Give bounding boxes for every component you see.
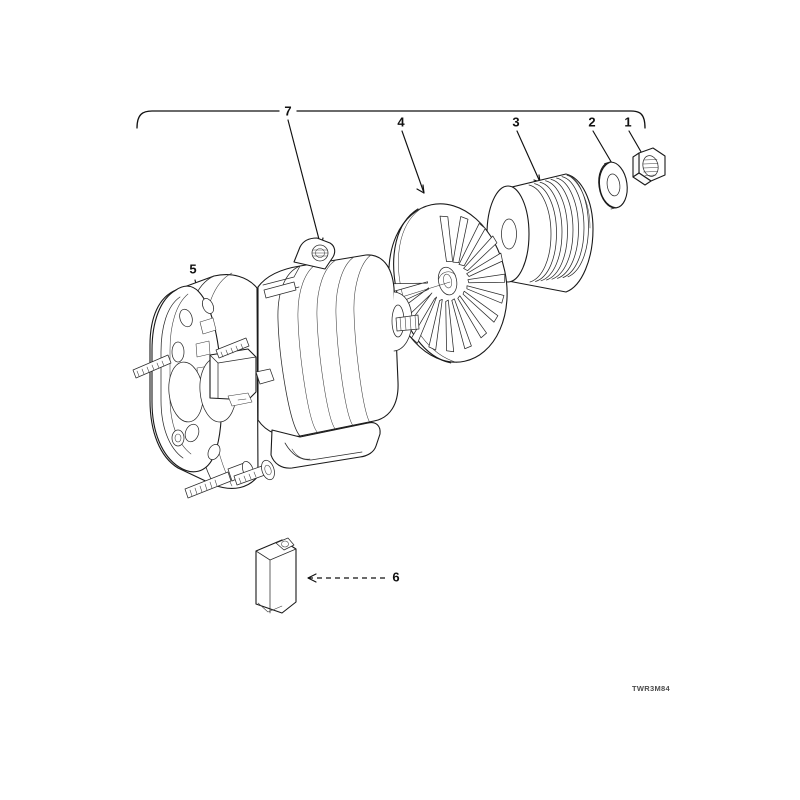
drive-shaft — [395, 314, 420, 332]
stud-lower-right — [233, 459, 275, 486]
callout-4: 4 — [397, 114, 405, 129]
sheet-code: TWR3M84 — [632, 684, 670, 693]
leader-6-arrow — [307, 573, 317, 583]
callout-7: 7 — [284, 103, 291, 118]
part-control-module — [255, 537, 297, 614]
leader-7 — [287, 119, 322, 248]
pulley-grooves — [528, 174, 589, 283]
part-voltage-regulator — [209, 348, 257, 407]
part-alternator-assembly — [132, 237, 420, 499]
callout-5: 5 — [189, 261, 196, 276]
stud-upper-right — [215, 337, 250, 359]
leader-4 — [401, 130, 425, 194]
leader-3 — [516, 130, 541, 183]
leader-4-arrow — [416, 184, 425, 194]
part-hex-nut — [632, 147, 666, 186]
leader-2 — [592, 130, 614, 166]
callout-1: 1 — [624, 114, 631, 129]
assembly-bracket-7 — [136, 110, 646, 129]
stud-upper-left — [132, 354, 172, 379]
callout-3: 3 — [512, 114, 519, 129]
callout-numbers: 7 4 3 2 1 5 6 — [189, 103, 631, 584]
callout-2: 2 — [588, 114, 595, 129]
callout-6: 6 — [392, 569, 399, 584]
part-washer — [598, 161, 628, 210]
